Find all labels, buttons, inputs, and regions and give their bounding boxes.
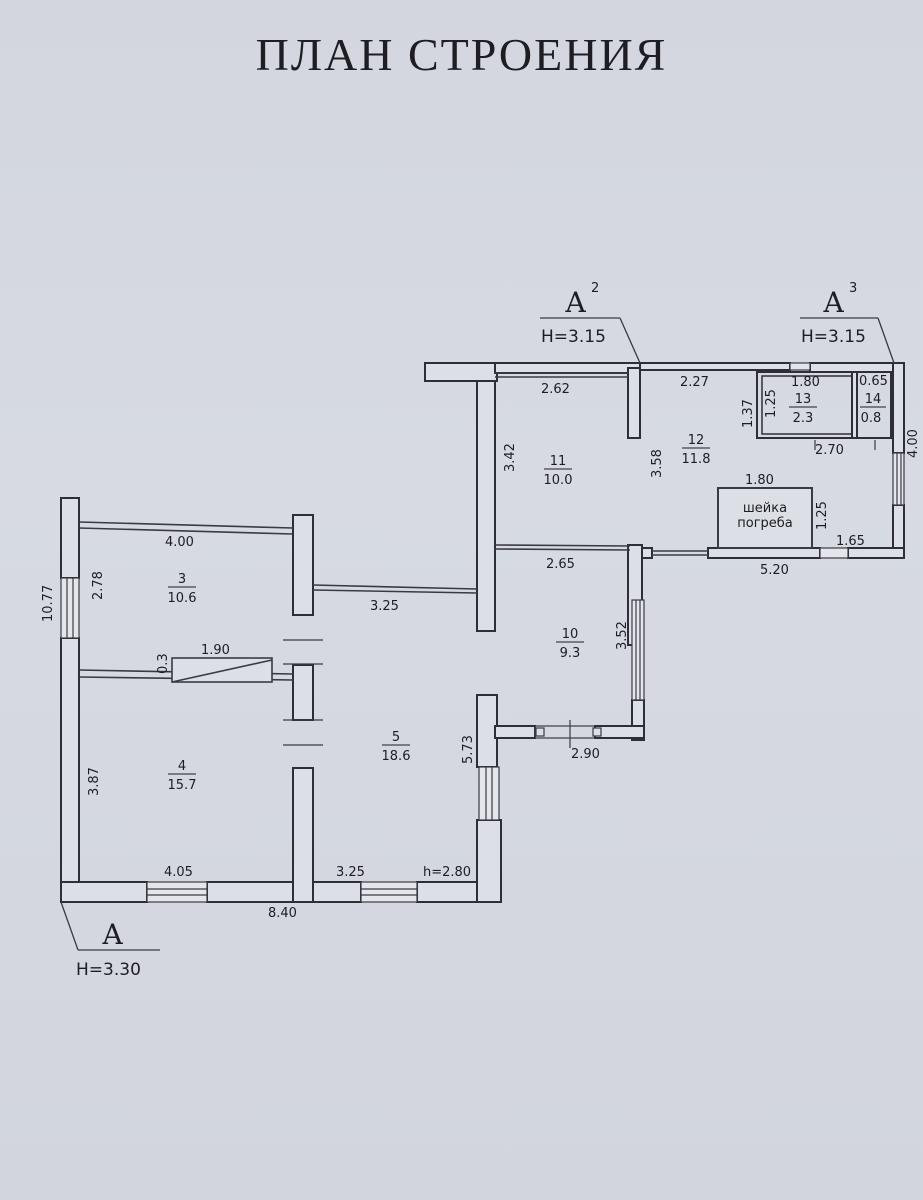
dim-4-00: 4.00: [165, 535, 194, 550]
room-area: 18.6: [382, 749, 411, 764]
section-a2-sup: 2: [591, 281, 599, 296]
wall-top-a3b: [809, 362, 895, 373]
section-a2-height: Н=3.15: [541, 327, 606, 347]
dim-10-77: 10.77: [41, 585, 56, 622]
room-12: 12 11.8: [682, 433, 711, 467]
section-a3-height: Н=3.15: [801, 327, 866, 347]
wall-room10-bottom2: [594, 725, 645, 739]
windows: [60, 362, 905, 903]
wall-right-a3-upper: [892, 362, 905, 454]
dim-4-00-right: 4.00: [906, 429, 921, 458]
wall-top-a3: [639, 362, 791, 371]
ceiling-height: h=2.80: [423, 865, 471, 880]
wall-inner-mid: [292, 664, 314, 721]
dim-5-20: 5.20: [760, 563, 789, 578]
section-a-height: Н=3.30: [76, 960, 141, 980]
cellar-hatch: [717, 487, 813, 549]
door-marks: [283, 440, 876, 748]
plan-title: ПЛАН СТРОЕНИЯ: [255, 29, 668, 80]
dim-1-25-a: 1.25: [764, 389, 779, 418]
wall-room10-bottom: [494, 725, 536, 739]
room-area: 0.8: [861, 411, 882, 426]
walls: [60, 362, 905, 903]
dim-1-90: 1.90: [201, 643, 230, 658]
dim-1-65: 1.65: [836, 534, 865, 549]
cellar-neck: шейка погреба: [737, 501, 793, 531]
wall-right-a-low: [476, 819, 502, 903]
dim-3-25-top: 3.25: [370, 599, 399, 614]
wall-bottom-a3-left: [641, 547, 653, 559]
room-number: 13: [795, 392, 812, 407]
section-a-letter: А: [102, 918, 123, 951]
dim-2-27: 2.27: [680, 375, 709, 390]
dim-2-62: 2.62: [541, 382, 570, 397]
room-area: 10.0: [544, 473, 573, 488]
room-area: 2.3: [793, 411, 814, 426]
dim-1-80-top: 1.80: [791, 375, 820, 390]
wall-top-a2: [494, 362, 641, 374]
cellar-line-2: погреба: [737, 516, 793, 531]
room-number: 11: [550, 454, 567, 469]
wall-bottom-mid: [206, 881, 362, 903]
dim-2-70: 2.70: [815, 443, 844, 458]
dim-8-40: 8.40: [268, 906, 297, 921]
wall-a2-a3-upper: [627, 367, 641, 439]
section-a2-letter: А: [565, 286, 586, 319]
room-number: 4: [178, 759, 186, 774]
room-area: 11.8: [682, 452, 711, 467]
room-number: 12: [688, 433, 705, 448]
closet-walls: [756, 371, 892, 439]
section-a3-sup: 3: [849, 281, 857, 296]
thin-partitions: [78, 372, 813, 683]
wall-left-upper: [60, 497, 80, 579]
dim-3-42: 3.42: [503, 443, 518, 472]
dim-1-25-b: 1.25: [815, 501, 830, 530]
dim-0-3: 0.3: [156, 653, 171, 674]
dim-0-65: 0.65: [859, 374, 888, 389]
room-13: 13 2.3: [789, 392, 817, 426]
room-number: 5: [392, 730, 400, 745]
wall-bottom-left: [60, 881, 148, 903]
dim-3-25-bottom: 3.25: [336, 865, 365, 880]
wall-top-stub: [424, 362, 498, 382]
dim-3-58: 3.58: [650, 449, 665, 478]
dim-1-37: 1.37: [741, 399, 756, 428]
dim-3-52: 3.52: [615, 621, 630, 650]
section-a3-letter: А: [823, 286, 844, 319]
dim-2-65: 2.65: [546, 557, 575, 572]
room-5: 5 18.6: [382, 730, 411, 764]
room-11: 11 10.0: [544, 454, 573, 488]
room-3: 3 10.6: [168, 572, 197, 606]
room-area: 9.3: [560, 646, 581, 661]
wall-inner-upper: [292, 514, 314, 616]
closet-divider: [851, 371, 858, 439]
dim-4-05: 4.05: [164, 865, 193, 880]
wall-bottom-a3-right: [847, 547, 905, 559]
room-number: 3: [178, 572, 186, 587]
dim-2-78: 2.78: [91, 571, 106, 600]
section-leaders: [60, 317, 895, 951]
room-4: 4 15.7: [168, 759, 197, 793]
wall-bottom-a3-mid: [707, 547, 821, 559]
wall-right-a-upper: [476, 362, 496, 632]
wall-inner-low: [292, 767, 314, 903]
cellar-line-1: шейка: [743, 501, 787, 516]
dim-1-80-mid: 1.80: [745, 473, 774, 488]
room-area: 10.6: [168, 591, 197, 606]
dimension-labels: 10.77 4.00 2.78 0.3 1.90 3.87 4.05 8.40 …: [41, 374, 921, 921]
room-number: 14: [865, 392, 882, 407]
dim-5-73: 5.73: [461, 735, 476, 764]
dim-3-87: 3.87: [87, 767, 102, 796]
room-14: 14 0.8: [860, 392, 886, 426]
room-10: 10 9.3: [556, 627, 584, 661]
room-number: 10: [562, 627, 579, 642]
room-area: 15.7: [168, 778, 197, 793]
wall-left-lower: [60, 637, 80, 903]
dim-2-90: 2.90: [571, 747, 600, 762]
